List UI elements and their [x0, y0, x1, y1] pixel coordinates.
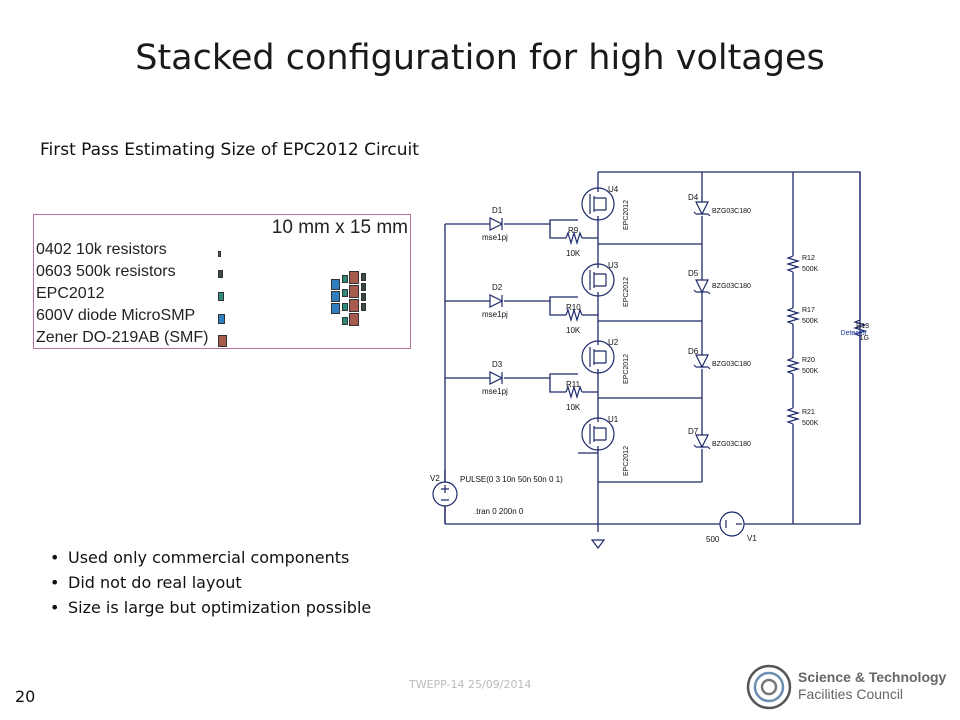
- page-number: 20: [15, 687, 36, 706]
- bullet-list: Used only commercial components Did not …: [50, 545, 371, 620]
- slide-title: Stacked configuration for high voltages: [135, 38, 825, 78]
- u1-part: EPC2012: [623, 446, 630, 476]
- gate-diode-d1: [489, 217, 504, 231]
- board-dimension: 10 mm x 15 mm: [271, 217, 408, 238]
- resistor-0603-swatch: [218, 270, 223, 278]
- r17-value: 500K: [802, 318, 819, 325]
- stfc-logo-icon: [746, 664, 792, 710]
- u1-ref: U1: [608, 415, 619, 424]
- epc2012-swatch: [218, 292, 224, 301]
- v2-ref: V2: [430, 474, 440, 483]
- gate-diode-d3: [489, 371, 504, 385]
- zener-d4: [693, 201, 711, 217]
- zener-d6: [693, 354, 711, 370]
- component-label: 0603 500k resistors: [36, 263, 176, 280]
- gate-resistor-r10: [565, 307, 583, 323]
- component-label: EPC2012: [36, 285, 105, 302]
- gate-resistor-r9: [565, 230, 583, 246]
- bullet-item: Did not do real layout: [50, 570, 371, 595]
- zener-d7: [693, 434, 711, 450]
- tran-directive: .tran 0 200n 0: [474, 507, 524, 516]
- divider-resistor-r20: [785, 357, 801, 375]
- component-label: Zener DO-219AB (SMF): [36, 329, 209, 346]
- r11-value: 10K: [566, 403, 581, 412]
- r13-ref: R13: [856, 323, 869, 330]
- component-label: 600V diode MicroSMP: [36, 307, 196, 324]
- bullet-item: Used only commercial components: [50, 545, 371, 570]
- d1-value: mse1pj: [482, 233, 508, 242]
- d2-value: mse1pj: [482, 310, 508, 319]
- d3-value: mse1pj: [482, 387, 508, 396]
- footer-text: TWEPP-14 25/09/2014: [409, 678, 532, 691]
- divider-resistor-r21: [785, 407, 801, 425]
- d6-value: BZG03C180: [712, 361, 751, 368]
- divider-resistor-r12: [785, 255, 801, 273]
- diode-microsmp-swatch: [218, 314, 225, 324]
- v1-value: 500: [706, 535, 720, 544]
- d4-value: BZG03C180: [712, 208, 751, 215]
- u4-ref: U4: [608, 185, 619, 194]
- r12-value: 500K: [802, 266, 819, 273]
- bullet-item: Size is large but optimization possible: [50, 595, 371, 620]
- r21-value: 500K: [802, 420, 819, 427]
- d5-value: BZG03C180: [712, 283, 751, 290]
- logo-line-1: Science & Technology: [798, 669, 947, 685]
- r10-value: 10K: [566, 326, 581, 335]
- u3-part: EPC2012: [623, 277, 630, 307]
- pulse-spec: PULSE(0 3 10n 50n 50n 0 1): [460, 475, 563, 484]
- r17-ref: R17: [802, 307, 815, 314]
- r13-value: 1G: [860, 335, 869, 342]
- transistor-u1: [581, 417, 615, 451]
- d3-ref: D3: [492, 360, 503, 369]
- pulse-source-v2: [432, 481, 458, 507]
- size-estimate-box: 10 mm x 15 mm 0402 10k resistors 0603 50…: [33, 214, 411, 349]
- detector-resistor-r13: [852, 319, 868, 337]
- board-layout: [331, 271, 367, 331]
- d5-ref: D5: [688, 269, 699, 278]
- zener-smf-swatch: [218, 335, 227, 347]
- d7-ref: D7: [688, 427, 699, 436]
- gate-resistor-r11: [565, 384, 583, 400]
- r12-ref: R12: [802, 255, 815, 262]
- r20-ref: R20: [802, 357, 815, 364]
- u2-ref: U2: [608, 338, 619, 347]
- u4-part: EPC2012: [623, 200, 630, 230]
- r9-ref: R9: [568, 226, 579, 235]
- transistor-u2: [581, 340, 615, 374]
- component-label: 0402 10k resistors: [36, 241, 167, 258]
- zener-d5: [693, 279, 711, 295]
- divider-resistor-r17: [785, 307, 801, 325]
- u2-part: EPC2012: [623, 354, 630, 384]
- r9-value: 10K: [566, 249, 581, 258]
- d2-ref: D2: [492, 283, 503, 292]
- ground-icon: [590, 539, 606, 549]
- logo-text: Science & Technology Facilities Council: [798, 669, 946, 703]
- gate-diode-d2: [489, 294, 504, 308]
- detector-net-label: Detector: [841, 330, 868, 337]
- d4-ref: D4: [688, 193, 699, 202]
- d7-value: BZG03C180: [712, 441, 751, 448]
- transistor-u3: [581, 263, 615, 297]
- transistor-u4: [581, 187, 615, 221]
- d6-ref: D6: [688, 347, 699, 356]
- hv-source-v1: [719, 511, 745, 537]
- r21-ref: R21: [802, 409, 815, 416]
- u3-ref: U3: [608, 261, 619, 270]
- r20-value: 500K: [802, 368, 819, 375]
- resistor-0402-swatch: [218, 251, 221, 257]
- logo-line-2: Facilities Council: [798, 686, 904, 702]
- r10-ref: R10: [566, 303, 581, 312]
- r11-ref: R11: [566, 380, 581, 389]
- v1-ref: V1: [747, 534, 757, 543]
- slide-subtitle: First Pass Estimating Size of EPC2012 Ci…: [40, 140, 419, 160]
- d1-ref: D1: [492, 206, 503, 215]
- circuit-schematic: D1 mse1pj D2 mse1pj D3 mse1pj R9 10K R10…: [430, 171, 869, 549]
